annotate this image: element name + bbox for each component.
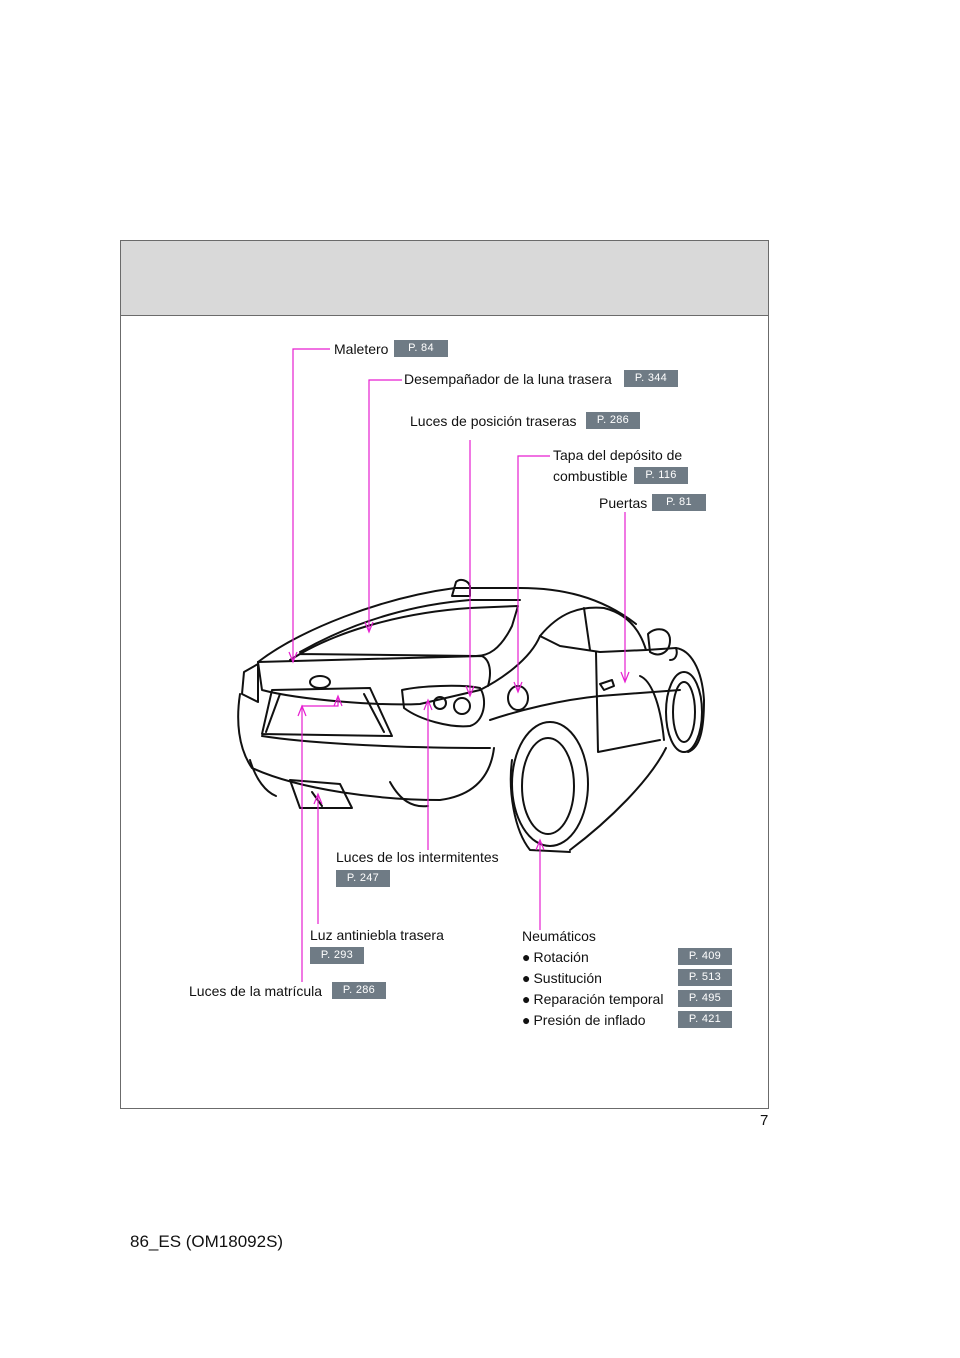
label-tapa-deposito-line2: combustible — [553, 468, 628, 484]
label-tapa-deposito-line1: Tapa del depósito de — [553, 447, 683, 463]
page-ref-presion[interactable]: P. 421 — [678, 1011, 732, 1028]
document-code: 86_ES (OM18092S) — [130, 1232, 284, 1251]
page-ref-reparacion[interactable]: P. 495 — [678, 990, 732, 1007]
neumaticos-item-label: Presión de inflado — [533, 1012, 646, 1028]
header-band — [121, 241, 768, 316]
neumaticos-item-rotacion: ●Rotación — [522, 948, 589, 966]
label-matricula: Luces de la matrícula — [189, 983, 323, 999]
label-antiniebla: Luz antiniebla trasera — [310, 927, 444, 943]
bullet-icon: ● — [522, 1012, 531, 1028]
bullet-icon: ● — [522, 949, 531, 965]
page-ref-tapa-deposito[interactable]: P. 116 — [634, 467, 688, 484]
page-ref-puertas[interactable]: P. 81 — [652, 494, 706, 511]
page-ref-rotacion[interactable]: P. 409 — [678, 948, 732, 965]
bullet-icon: ● — [522, 970, 531, 986]
label-desempanador: Desempañador de la luna trasera — [404, 371, 612, 387]
page-ref-antiniebla[interactable]: P. 293 — [310, 947, 364, 964]
bullet-icon: ● — [522, 991, 531, 1007]
page-ref-intermitentes[interactable]: P. 247 — [336, 870, 390, 887]
page-ref-luces-posicion[interactable]: P. 286 — [586, 412, 640, 429]
label-puertas: Puertas — [599, 495, 648, 511]
page-number: 7 — [760, 1112, 769, 1129]
label-neumaticos: Neumáticos — [522, 928, 596, 944]
neumaticos-item-label: Rotación — [533, 949, 589, 965]
neumaticos-item-reparacion: ●Reparación temporal — [522, 990, 663, 1008]
page-ref-matricula[interactable]: P. 286 — [332, 982, 386, 999]
neumaticos-item-presion: ●Presión de inflado — [522, 1011, 646, 1029]
page-ref-maletero[interactable]: P. 84 — [394, 340, 448, 357]
label-luces-posicion: Luces de posición traseras — [410, 413, 577, 429]
neumaticos-item-sustitucion: ●Sustitución — [522, 969, 602, 987]
page-ref-desempanador[interactable]: P. 344 — [624, 370, 678, 387]
page-ref-sustitucion[interactable]: P. 513 — [678, 969, 732, 986]
neumaticos-item-label: Reparación temporal — [533, 991, 664, 1007]
label-intermitentes: Luces de los intermitentes — [336, 849, 499, 865]
label-maletero: Maletero — [334, 341, 389, 357]
neumaticos-item-label: Sustitución — [533, 970, 602, 986]
